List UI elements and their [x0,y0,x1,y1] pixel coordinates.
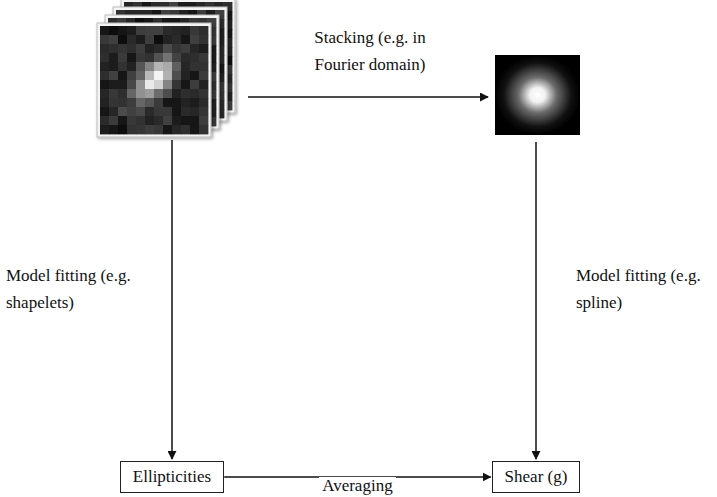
process-box: Ellipticities [120,461,224,493]
fitting-arrow [535,142,537,459]
box-label: Shear (g) [505,467,568,487]
process-box: Shear (g) [492,461,581,493]
fitting-arrow [171,140,173,459]
box-label: Ellipticities [133,467,211,487]
step-label: Model fitting (e.g. shapelets) [6,262,134,316]
galaxy-image-stack [97,0,235,137]
stacked-image [495,55,580,135]
step-label: Stacking (e.g. in Fourier domain) [296,24,444,78]
edge-label: Averaging [319,477,396,496]
stacking-arrow [248,96,488,98]
step-label: Model fitting (e.g. spline) [576,262,704,316]
